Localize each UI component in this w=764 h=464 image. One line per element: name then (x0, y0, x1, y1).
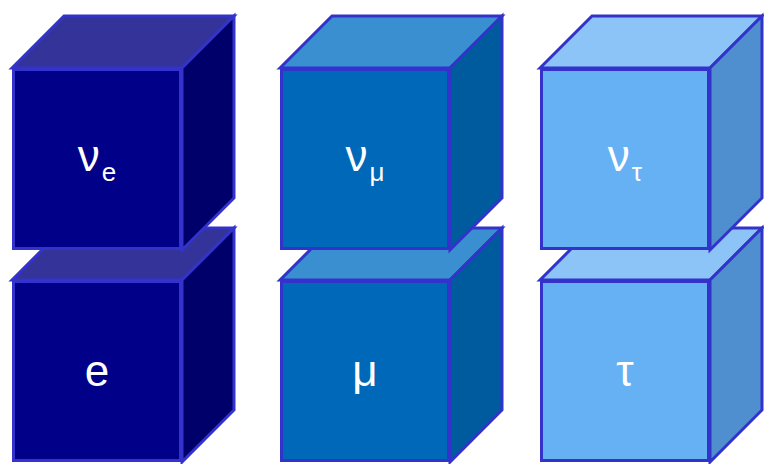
particle-symbol: μ (352, 346, 377, 395)
cube-front: ντ (540, 68, 710, 250)
cube-side (710, 228, 762, 462)
particle-label: μ (352, 349, 377, 393)
particle-label: τ (616, 349, 633, 393)
cube-side (182, 228, 234, 462)
cube-side (450, 16, 502, 250)
flavour-subscript: μ (370, 157, 385, 187)
particle-symbol: e (85, 346, 109, 395)
particle-symbol: ν (78, 131, 100, 180)
flavour-subscript: e (102, 157, 116, 187)
particle-symbol: τ (616, 346, 633, 395)
cube-side (710, 16, 762, 250)
particle-label: e (85, 349, 109, 393)
particle-symbol: ν (346, 131, 368, 180)
particle-label: νμ (346, 134, 385, 185)
cube-front: νe (12, 68, 182, 250)
cube-front: μ (280, 280, 450, 462)
cube-side (182, 16, 234, 250)
cube-front: τ (540, 280, 710, 462)
cube-front: e (12, 280, 182, 462)
flavour-subscript: τ (632, 157, 642, 187)
cube-front: νμ (280, 68, 450, 250)
cube-side (450, 228, 502, 462)
particle-label: ντ (608, 134, 642, 185)
particle-symbol: ν (608, 131, 630, 180)
particle-label: νe (78, 134, 116, 185)
